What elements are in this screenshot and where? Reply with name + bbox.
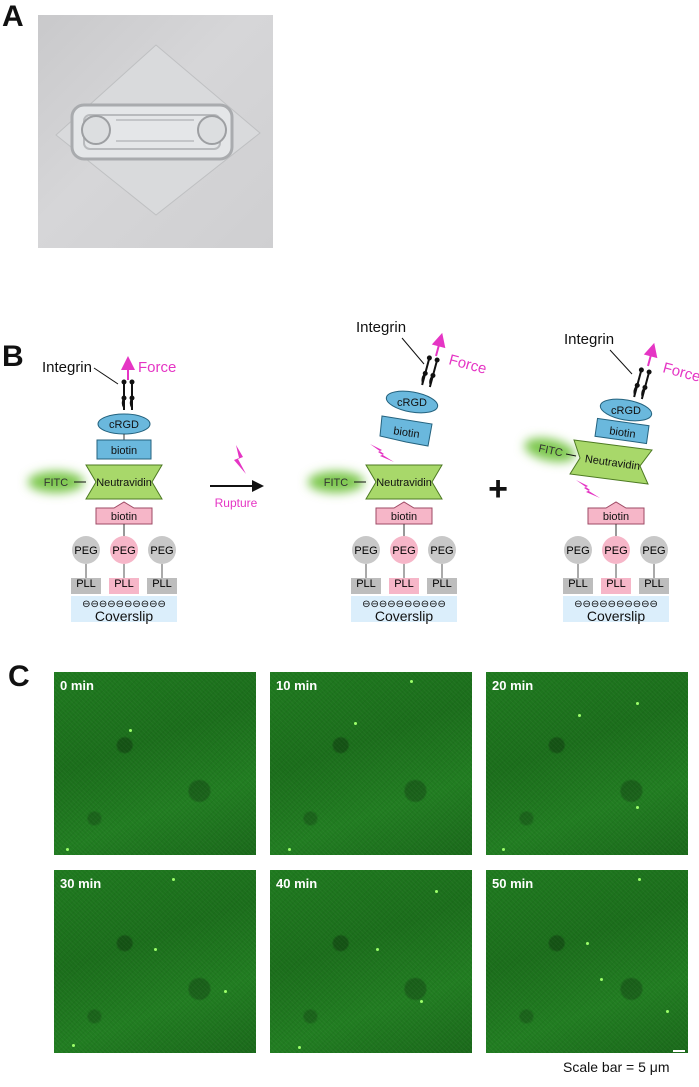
time-label: 10 min	[276, 678, 318, 693]
pll-left-1: PLL	[76, 578, 96, 590]
biotin-bottom-label-1: biotin	[111, 511, 137, 523]
panel-b-label: B	[2, 340, 24, 373]
pll-mid-3: PLL	[606, 578, 626, 590]
micrograph-20min: 20 min	[486, 672, 688, 855]
force-label-2: Force	[447, 351, 488, 377]
fitc-label-3: FITC	[537, 443, 563, 460]
crgd-label-3: cRGD	[611, 405, 641, 417]
charge-row-1: ⊖⊖⊖⊖⊖⊖⊖⊖⊖⊖	[82, 599, 166, 610]
pll-right-2: PLL	[432, 578, 452, 590]
peg-left-3: PEG	[566, 545, 589, 557]
panel-c-label: C	[8, 660, 30, 693]
peg-right-3: PEG	[642, 545, 665, 557]
pll-mid-2: PLL	[394, 578, 414, 590]
coverslip-label-3: Coverslip	[587, 608, 646, 624]
micrograph-0min: 0 min	[54, 672, 256, 855]
charge-row-3: ⊖⊖⊖⊖⊖⊖⊖⊖⊖⊖	[574, 599, 658, 610]
pll-right-1: PLL	[152, 578, 172, 590]
peg-right-2: PEG	[430, 545, 453, 557]
coverslip-label-2: Coverslip	[375, 608, 434, 624]
fitc-label-1: FITC	[44, 477, 68, 489]
charge-row-2: ⊖⊖⊖⊖⊖⊖⊖⊖⊖⊖	[362, 599, 446, 610]
crgd-label-1: cRGD	[109, 419, 139, 431]
time-label: 40 min	[276, 876, 318, 891]
peg-mid-3: PEG	[604, 545, 627, 557]
peg-right-1: PEG	[150, 545, 173, 557]
peg-mid-2: PEG	[392, 545, 415, 557]
neutravidin-label-1: Neutravidin	[96, 477, 152, 489]
biotin-top-label-1: biotin	[111, 445, 137, 457]
rupture-arrow: Rupture	[210, 445, 264, 510]
biotin-bottom-label-2: biotin	[391, 511, 417, 523]
micrograph-10min: 10 min	[270, 672, 472, 855]
pll-left-3: PLL	[568, 578, 588, 590]
biotin-top-label-2: biotin	[393, 425, 421, 441]
flow-chamber-photo	[38, 15, 273, 248]
integrin-label-1: Integrin	[42, 359, 92, 376]
scale-bar	[673, 1050, 685, 1052]
time-label: 30 min	[60, 876, 102, 891]
scale-bar-label: Scale bar = 5 μm	[563, 1059, 670, 1075]
crgd-label-2: cRGD	[397, 397, 427, 409]
integrin-label-2: Integrin	[356, 319, 406, 336]
micrograph-30min: 30 min	[54, 870, 256, 1053]
force-label-3: Force	[661, 359, 699, 385]
peg-left-2: PEG	[354, 545, 377, 557]
biotin-bottom-label-3: biotin	[603, 511, 629, 523]
time-label: 20 min	[492, 678, 534, 693]
fitc-label-2: FITC	[324, 477, 348, 489]
peg-left-1: PEG	[74, 545, 97, 557]
biotin-top-label-3: biotin	[609, 425, 637, 441]
time-label: 50 min	[492, 876, 534, 891]
pll-mid-1: PLL	[114, 578, 134, 590]
plus-sign: +	[488, 470, 508, 508]
pll-right-3: PLL	[644, 578, 664, 590]
time-label: 0 min	[60, 678, 94, 693]
integrin-label-3: Integrin	[564, 331, 614, 348]
force-label-1: Force	[138, 359, 176, 376]
micrograph-50min: 50 min	[486, 870, 688, 1053]
panel-a-label: A	[2, 0, 24, 33]
coverslip-label-1: Coverslip	[95, 608, 154, 624]
pll-left-2: PLL	[356, 578, 376, 590]
tension-gauge-schematic: Integrin Force cRGD biotin FITC Neutravi…	[28, 319, 699, 624]
peg-mid-1: PEG	[112, 545, 135, 557]
rupture-label: Rupture	[215, 496, 258, 510]
micrograph-40min: 40 min	[270, 870, 472, 1053]
neutravidin-label-2: Neutravidin	[376, 477, 432, 489]
